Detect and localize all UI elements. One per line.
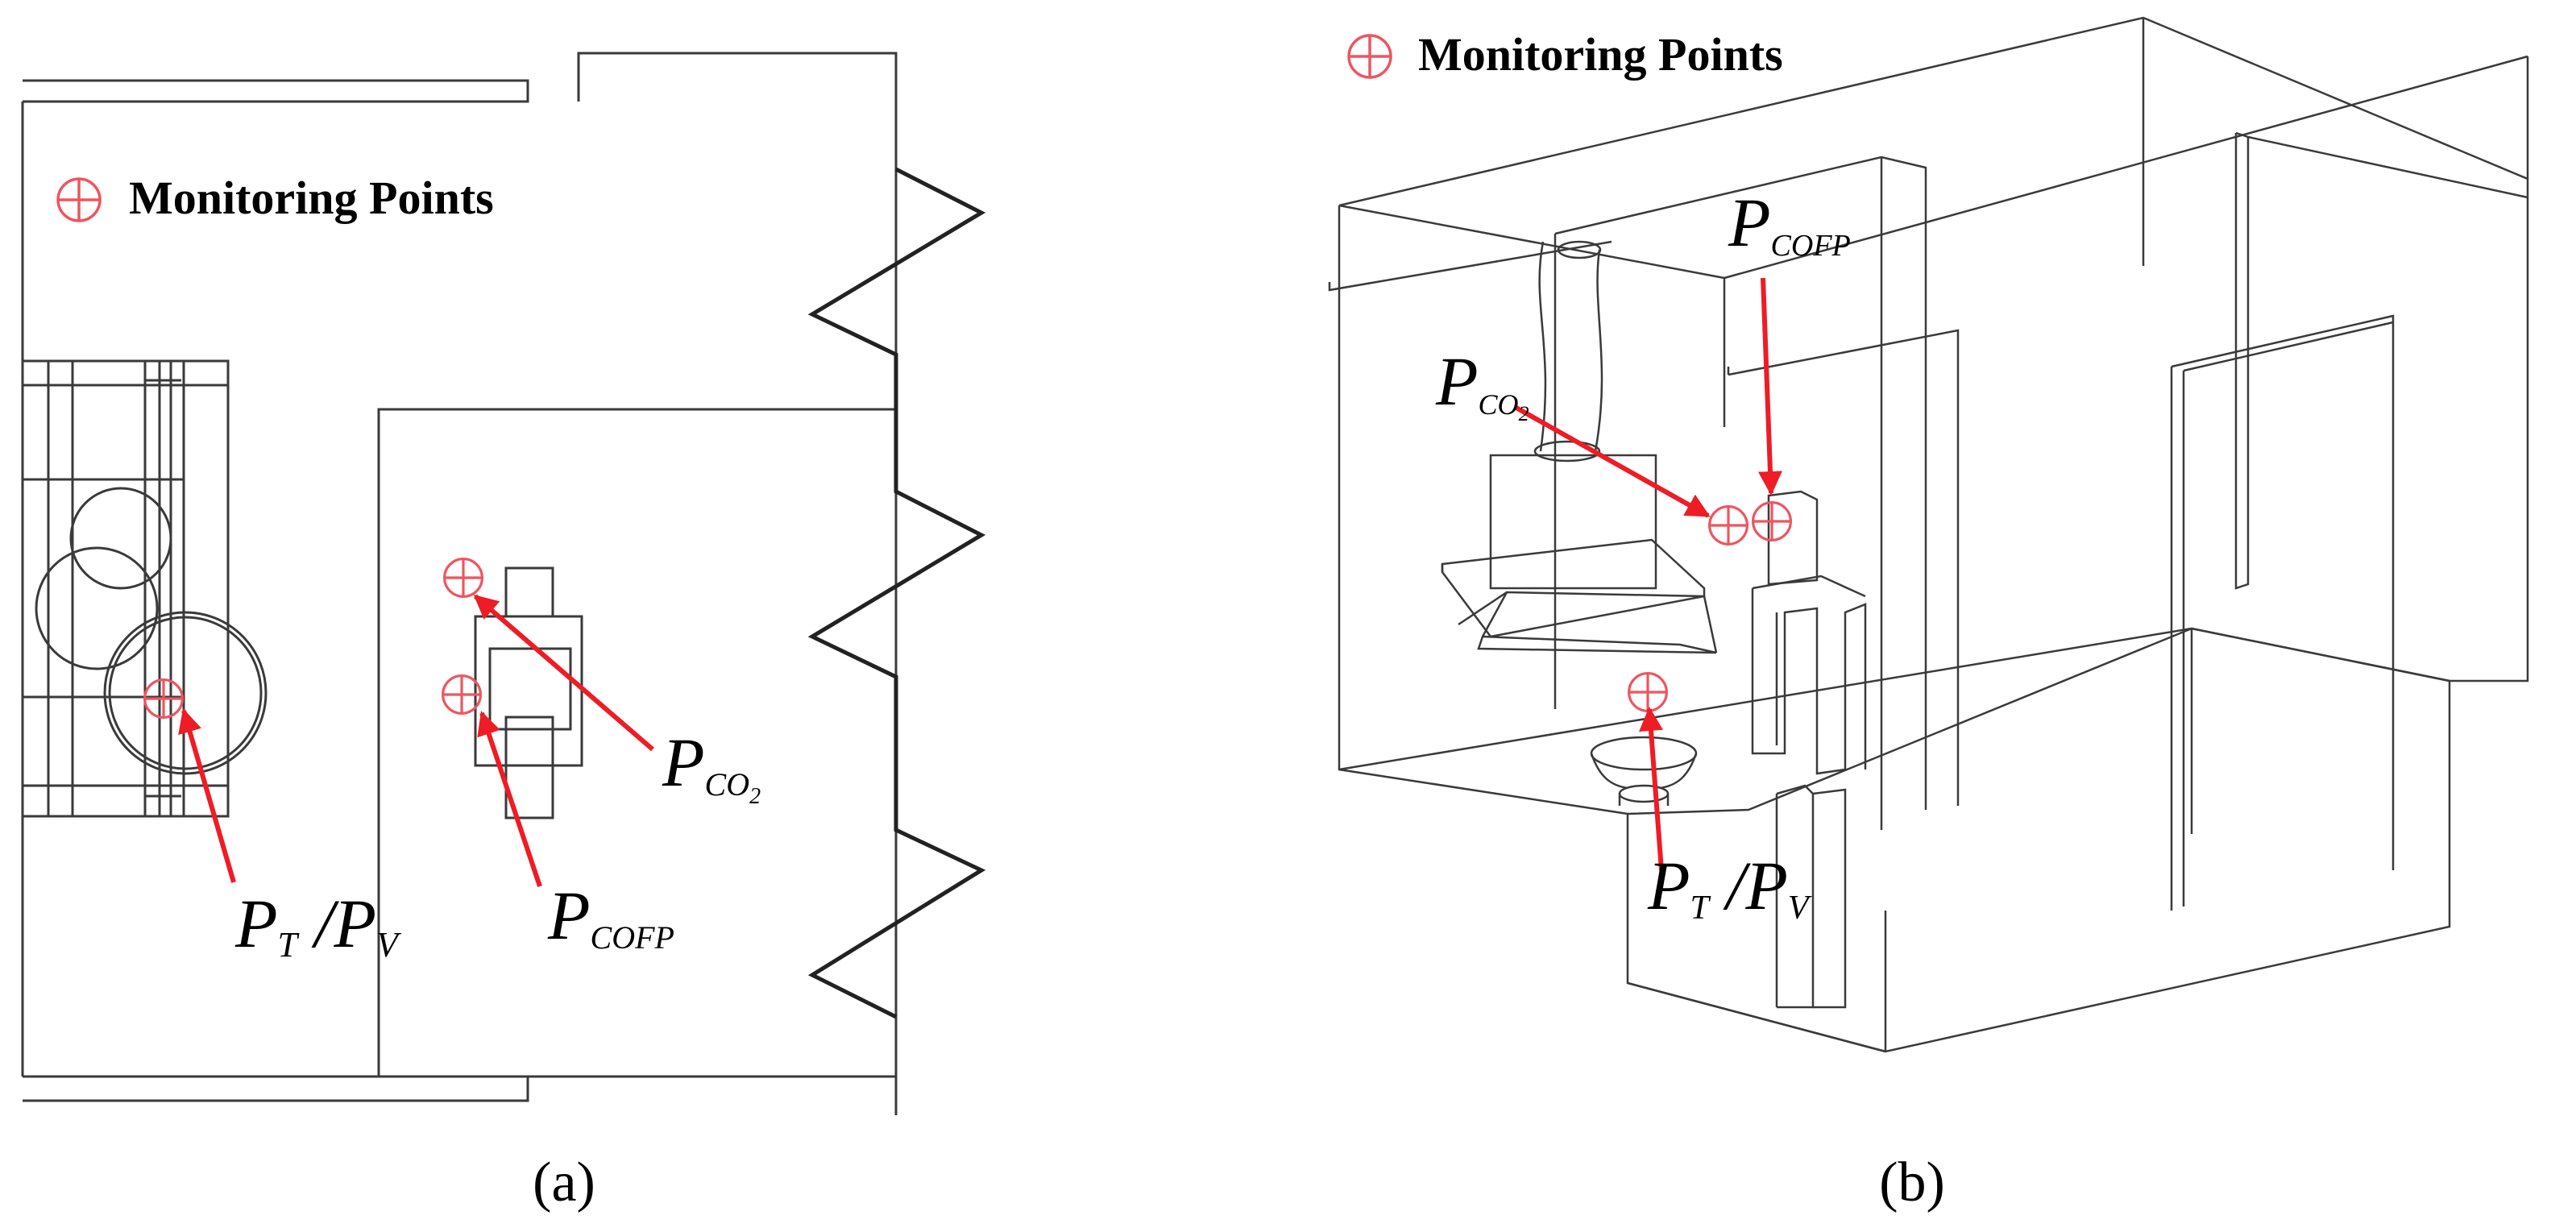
arrow-pco2-a [473, 594, 654, 752]
markers-a [143, 558, 483, 719]
fixture-a [474, 566, 583, 819]
label-pco2-a: PCO2 [662, 724, 761, 809]
pillars-b [1751, 490, 1867, 1009]
caption-b: (b) [1879, 1151, 1945, 1213]
stove-a [21, 359, 268, 818]
arrow-ptpv-a [178, 708, 236, 883]
arrows-b [1513, 277, 1782, 871]
monitoring-point-pcofp-b [1752, 501, 1792, 541]
arrow-pcofp-b [1757, 277, 1782, 496]
caption-a: (a) [533, 1151, 595, 1213]
monitoring-point-ptpv-a [143, 678, 184, 719]
break-line-a [807, 167, 986, 1019]
panel-a [21, 52, 986, 1115]
arrow-pco2-b [1513, 404, 1711, 518]
label-pt-pv-a: PT /PV [234, 885, 402, 965]
arrow-pcofp-a [477, 711, 542, 887]
label-pcofp-a: PCOFP [547, 877, 674, 956]
circled-plus-icon [1347, 34, 1392, 79]
labels-a: PT /PV PCO2 PCOFP [234, 724, 761, 965]
door-b [2170, 131, 2528, 911]
label-pco2-b: PCO2 [1435, 342, 1529, 425]
hood-b [1441, 240, 1718, 654]
labels-b: PCO2 PCOFP PT /PV [1435, 184, 1851, 927]
circled-plus-icon [56, 177, 102, 222]
monitoring-point-pcofp-a [442, 674, 482, 715]
arrows-a [178, 594, 654, 887]
arrow-ptpv-b [1639, 707, 1664, 871]
legend-a: Monitoring Points [56, 172, 494, 224]
legend-label-a: Monitoring Points [129, 172, 494, 224]
legend-b: Monitoring Points [1347, 28, 1783, 81]
monitoring-point-ptpv-b [1628, 672, 1668, 712]
label-pt-pv-b: PT /PV [1647, 847, 1812, 927]
panel-b [1328, 16, 2529, 1053]
basin-b [1590, 736, 1698, 806]
room-box-b [1338, 16, 2529, 1053]
monitoring-point-pco2-b [1708, 505, 1748, 546]
legend-label-b: Monitoring Points [1418, 28, 1783, 81]
monitoring-point-pco2-a [443, 558, 483, 598]
label-pcofp-b: PCOFP [1728, 184, 1851, 263]
rear-partition-b [1328, 156, 1960, 830]
